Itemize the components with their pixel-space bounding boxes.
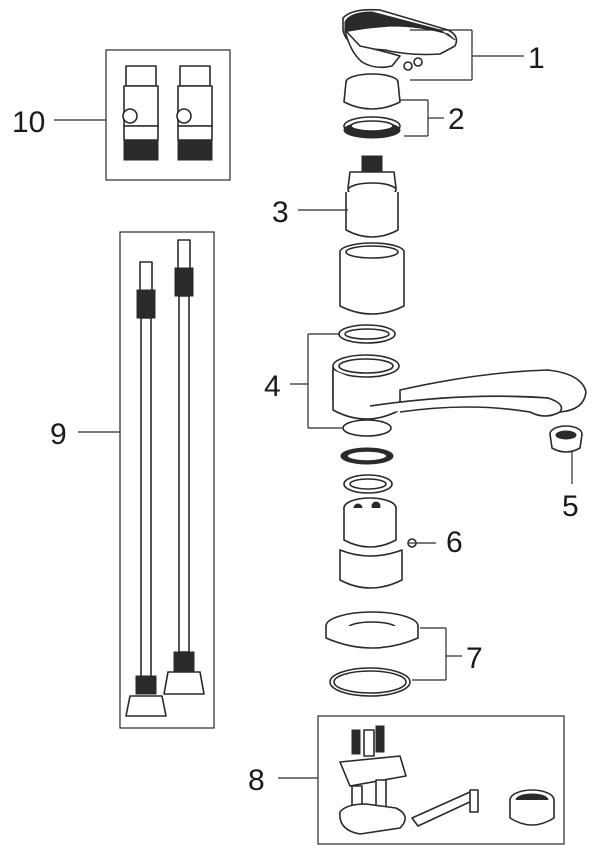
part-9-flex-hoses bbox=[119, 231, 215, 729]
callout-6: 6 bbox=[446, 526, 463, 559]
callout-10: 10 bbox=[12, 106, 45, 139]
callout-9: 9 bbox=[50, 418, 67, 451]
callout-5: 5 bbox=[562, 490, 579, 523]
part-lower-valve-body bbox=[339, 474, 403, 589]
callout-8: 8 bbox=[248, 764, 265, 797]
callout-7: 7 bbox=[466, 642, 483, 675]
part-2-cap-and-ring bbox=[343, 73, 401, 139]
part-6-set-screw bbox=[407, 538, 417, 548]
part-10-stop-valves bbox=[105, 49, 231, 181]
part-3-cartridge bbox=[339, 155, 405, 315]
callout-1: 1 bbox=[528, 42, 545, 75]
part-5-aerator bbox=[549, 425, 583, 453]
callout-4: 4 bbox=[264, 370, 281, 403]
callout-2: 2 bbox=[448, 103, 465, 136]
leader-lines bbox=[54, 29, 573, 779]
part-4-spout-body bbox=[332, 324, 587, 465]
part-1-handle-lever bbox=[342, 8, 458, 71]
callout-3: 3 bbox=[272, 196, 289, 229]
part-7-base-plate bbox=[325, 611, 419, 697]
part-8-mounting-kit bbox=[317, 715, 565, 845]
